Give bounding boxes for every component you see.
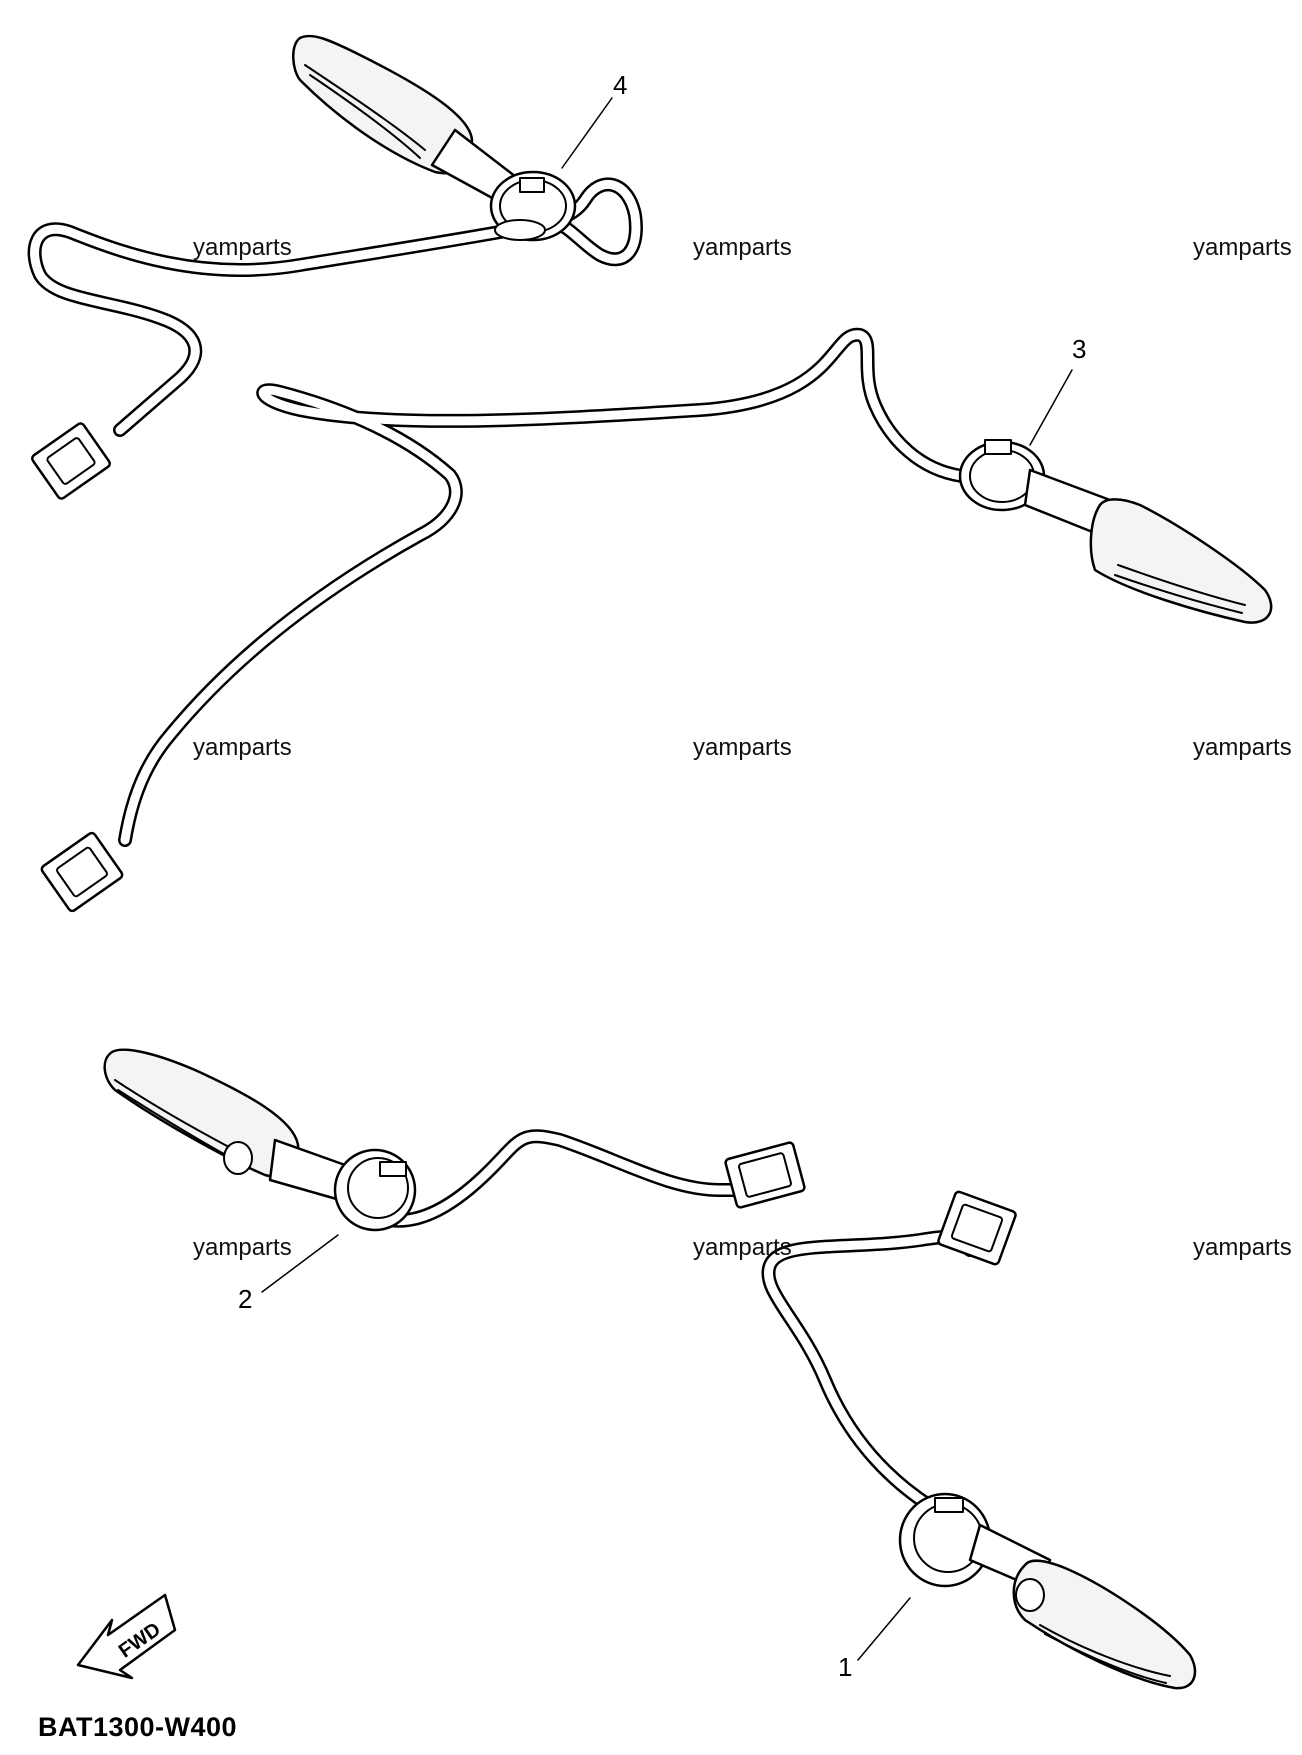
wire-1-inner [764,1232,975,1511]
leader-1 [857,1597,911,1661]
wire-2-inner [375,1131,745,1226]
wire-1-outer [761,1230,977,1513]
wire-3-outer [118,327,969,847]
watermark: yamparts [693,234,792,261]
leader-4 [561,97,613,169]
turn-signal-3 [40,327,1273,913]
lens-1 [1012,1559,1197,1690]
leader-2 [261,1234,339,1293]
watermark: yamparts [193,1234,292,1261]
watermark: yamparts [1193,1234,1292,1261]
turn-signal-4 [27,34,643,500]
arrow-icon [76,1593,177,1680]
callout-2[interactable]: 2 [238,1284,253,1314]
turn-signal-2 [103,1048,806,1293]
watermark: yamparts [1193,734,1292,761]
wire-4-inner [30,221,538,435]
fwd-arrow: FWD [76,1593,177,1680]
wire-3-inner [120,330,967,845]
diagram-code: BAT1300-W400 [38,1712,238,1742]
callout-1[interactable]: 1 [838,1652,853,1682]
leader-3 [1029,369,1073,446]
watermark: yamparts [693,1234,792,1261]
watermark: yamparts [193,234,292,261]
callout-4[interactable]: 4 [613,70,628,100]
turn-signal-1 [761,1190,1197,1690]
lens-2 [103,1048,300,1178]
lens-3 [1089,498,1273,624]
wire-4-loop-inner [528,179,641,264]
watermark: yamparts [193,734,292,761]
watermark: yamparts [1193,234,1292,261]
callout-3[interactable]: 3 [1072,334,1087,364]
watermark: yamparts [693,734,792,761]
